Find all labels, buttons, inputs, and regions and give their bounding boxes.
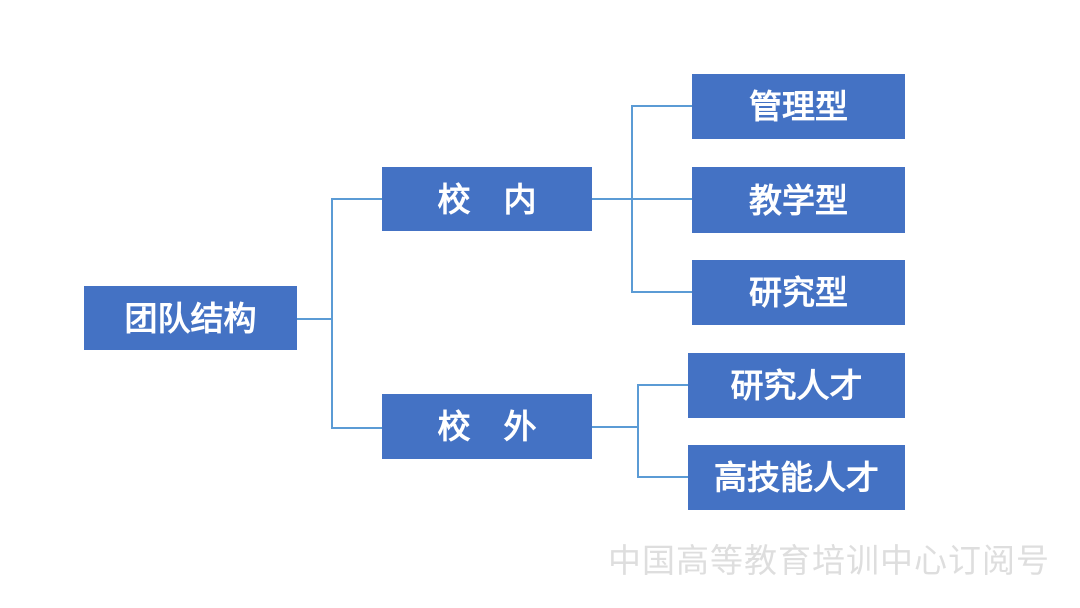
connector-internal-trunk [631, 105, 633, 293]
node-team-structure: 团队结构 [84, 286, 297, 350]
node-team-structure-label: 团队结构 [124, 299, 257, 337]
node-research-talent-label: 研究人才 [730, 367, 863, 404]
connector-branch-research [631, 291, 692, 293]
watermark-text: 中国高等教育培训中心订阅号 [608, 542, 1050, 579]
node-campus-internal: 校 内 [382, 167, 592, 231]
connector-root-trunk [331, 198, 333, 429]
connector-external-out [592, 426, 638, 428]
node-research-type: 研究型 [692, 260, 905, 325]
node-campus-internal-label: 校 内 [437, 180, 537, 218]
connector-external-trunk [637, 384, 639, 478]
connector-internal-out [592, 198, 692, 200]
node-teaching-type: 教学型 [692, 167, 905, 233]
node-management-type-label: 管理型 [749, 88, 848, 125]
connector-branch-external [331, 427, 382, 429]
node-teaching-type-label: 教学型 [749, 181, 848, 219]
connector-branch-internal [331, 198, 382, 200]
connector-root-out [297, 318, 332, 320]
node-research-type-label: 研究型 [749, 274, 848, 311]
connector-branch-management [631, 105, 692, 107]
node-high-skill-talent: 高技能人才 [688, 445, 905, 510]
node-management-type: 管理型 [692, 74, 905, 139]
node-campus-external: 校 外 [382, 394, 592, 459]
node-high-skill-talent-label: 高技能人才 [714, 459, 879, 496]
node-research-talent: 研究人才 [688, 353, 905, 418]
connector-branch-research-talent [637, 384, 688, 386]
node-campus-external-label: 校 外 [437, 408, 537, 445]
connector-branch-high-skill [637, 476, 688, 478]
